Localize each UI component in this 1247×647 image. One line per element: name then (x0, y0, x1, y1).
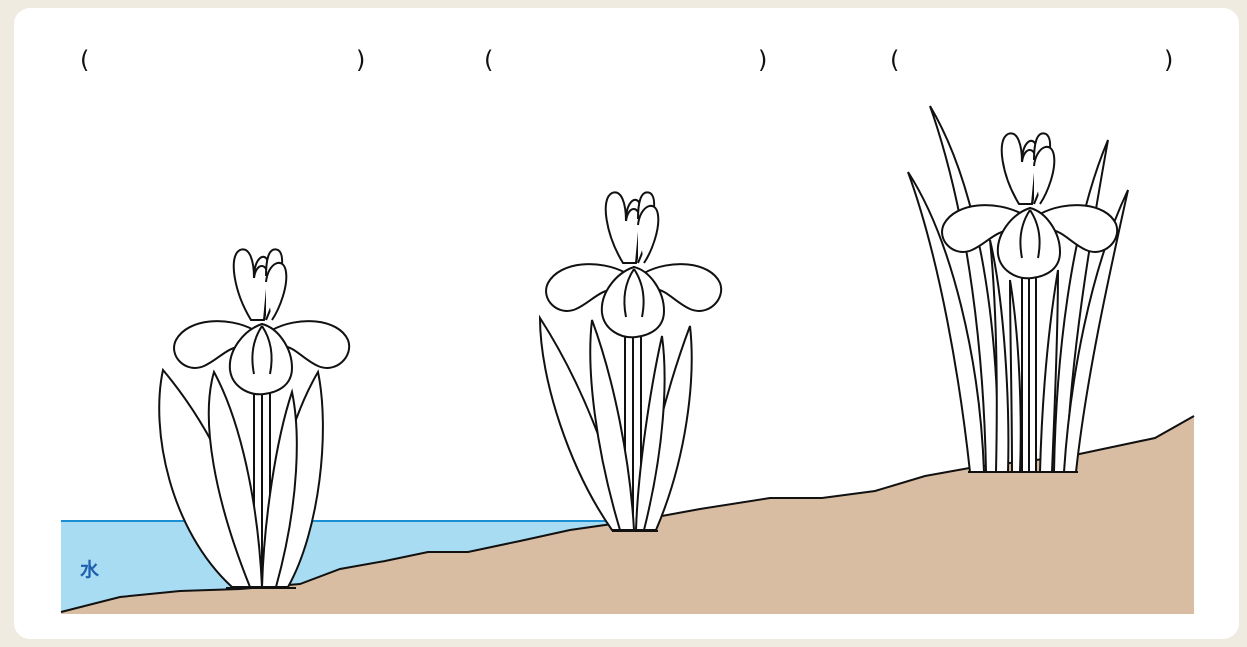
blank-1-close-paren: ) (356, 48, 365, 72)
blank-3-open-paren: ( (890, 48, 899, 72)
blank-2-open-paren: ( (484, 48, 493, 72)
iris-plant-on-bank-icon (540, 192, 721, 531)
blank-3-close-paren: ) (1164, 48, 1173, 72)
blank-1-open-paren: ( (80, 48, 89, 72)
iris-plant-on-dry-land-icon (908, 106, 1128, 472)
blank-2-close-paren: ) (758, 48, 767, 72)
water-label: 水 (80, 555, 99, 582)
